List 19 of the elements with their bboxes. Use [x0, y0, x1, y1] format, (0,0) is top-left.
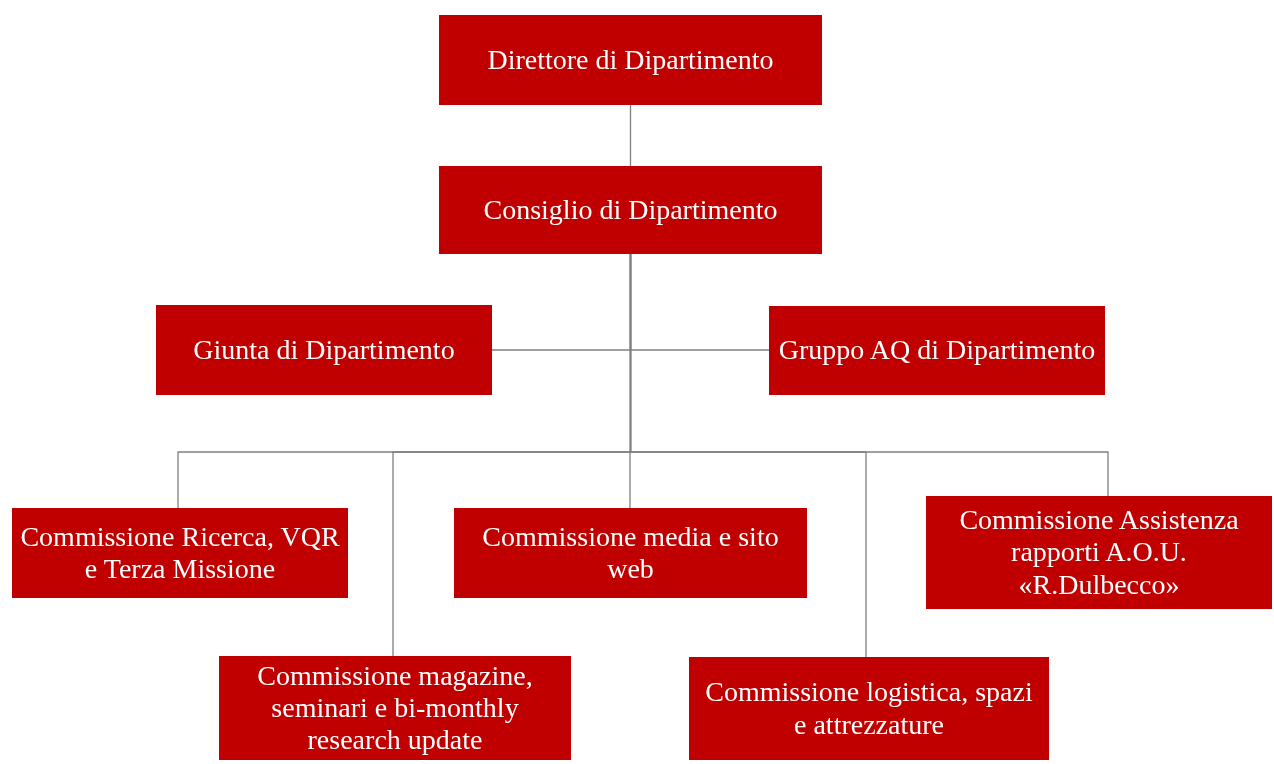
org-box	[439, 15, 822, 105]
connector-line	[629, 253, 867, 658]
org-box	[689, 657, 1049, 760]
box-label: Commissione magazine, seminari e bi-monthly research update	[256, 659, 534, 757]
box-label: Commissione Assistenza rapporti A.O.U. «R.Dulbecco»	[958, 504, 1240, 601]
box-label: Direttore di Dipartimento	[487, 43, 774, 77]
org-box	[926, 496, 1272, 609]
org-box	[454, 508, 807, 598]
org-box	[219, 656, 571, 760]
box-label: Gruppo AQ di Dipartimento	[778, 334, 1096, 367]
box-label: Commissione Ricerca, VQR e Terza Missione	[20, 520, 340, 586]
org-box	[12, 508, 348, 598]
box-label: Commissione logistica, spazi e attrezzature	[704, 676, 1034, 741]
org-box	[769, 306, 1105, 395]
box-label: Commissione media e sito web	[481, 520, 780, 586]
org-box	[156, 305, 492, 395]
org-box	[439, 166, 822, 254]
box-label: Consiglio di Dipartimento	[483, 193, 778, 227]
box-label: Giunta di Dipartimento	[193, 333, 455, 367]
